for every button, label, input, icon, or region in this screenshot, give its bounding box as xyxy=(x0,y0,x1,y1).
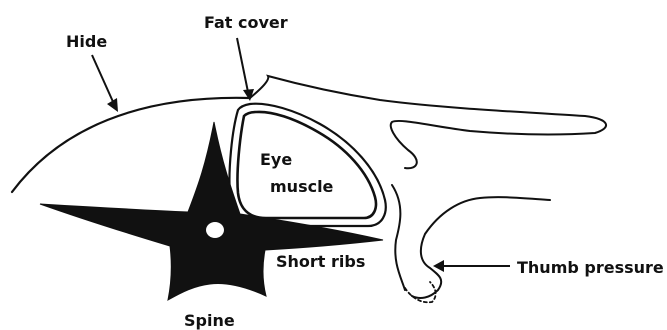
label-muscle: muscle xyxy=(270,177,334,196)
label-spine: Spine xyxy=(184,311,235,330)
arrow-thumb-pressure-head xyxy=(433,260,444,272)
short-ribs-outline xyxy=(412,197,550,298)
side-outline xyxy=(392,185,405,290)
arrow-fat-cover-line xyxy=(237,38,248,92)
eye-muscle xyxy=(237,112,376,218)
label-hide: Hide xyxy=(66,32,107,51)
label-short-ribs: Short ribs xyxy=(276,252,365,271)
label-eye: Eye xyxy=(260,150,292,169)
label-fat-cover: Fat cover xyxy=(204,13,288,32)
label-thumb-pressure: Thumb pressure xyxy=(517,258,664,277)
arrow-hide-line xyxy=(92,55,114,104)
spinal-canal xyxy=(206,222,224,238)
thumb-press-mark xyxy=(405,282,436,302)
